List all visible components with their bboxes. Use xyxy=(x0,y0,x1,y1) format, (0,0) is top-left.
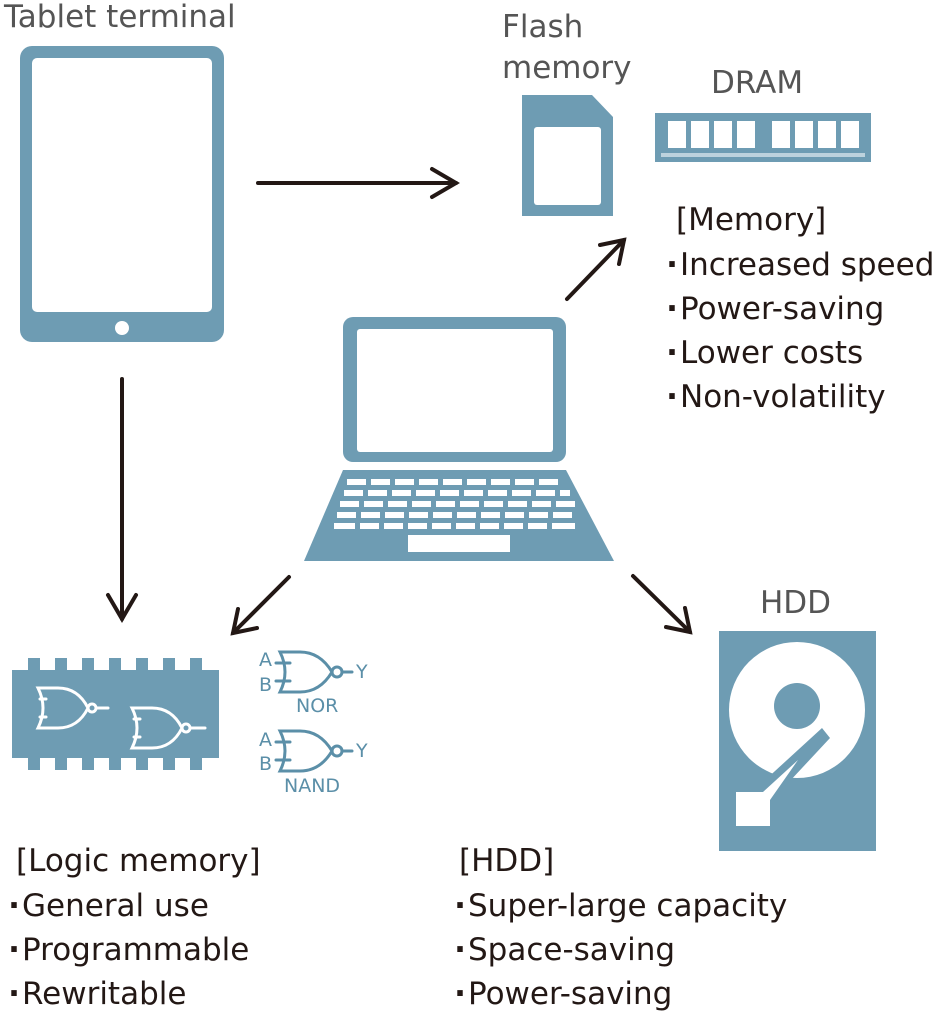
logic-memory-item: Rewritable xyxy=(6,972,249,1016)
logic-chip-icon xyxy=(12,658,219,770)
flash-label-line1: Flash xyxy=(502,9,584,45)
arrow-tablet-to-flash xyxy=(256,167,460,199)
memory-heading: [Memory] xyxy=(676,202,827,238)
nor-gate-icon xyxy=(274,650,354,694)
arrow-laptop-to-logic xyxy=(230,575,291,636)
arrow-laptop-to-memory xyxy=(565,237,627,301)
tablet-label: Tablet terminal xyxy=(4,0,236,35)
hard-disk-icon xyxy=(719,631,876,851)
hdd-item: Power-saving xyxy=(452,972,787,1016)
nand-input-b: B xyxy=(259,753,273,775)
hdd-item: Super-large capacity xyxy=(452,884,787,928)
nor-input-a: A xyxy=(259,649,272,671)
nand-label: NAND xyxy=(284,775,341,797)
hdd-heading: [HDD] xyxy=(459,843,555,879)
hdd-list: Super-large capacity Space-saving Power-… xyxy=(452,884,787,1016)
logic-memory-heading: [Logic memory] xyxy=(16,843,261,879)
arrow-tablet-to-logic xyxy=(106,377,138,623)
nor-label: NOR xyxy=(296,695,339,717)
sd-card-icon xyxy=(522,95,613,216)
memory-item: Increased speed xyxy=(664,243,934,287)
hdd-label: HDD xyxy=(760,585,832,621)
logic-memory-item: Programmable xyxy=(6,928,249,972)
nor-input-b: B xyxy=(259,674,273,696)
laptop-icon xyxy=(304,317,614,561)
hdd-item: Space-saving xyxy=(452,928,787,972)
flash-label-line2: memory xyxy=(502,50,632,86)
nand-output-y: Y xyxy=(356,740,368,762)
nor-output-y: Y xyxy=(356,661,368,683)
logic-memory-list: General use Programmable Rewritable xyxy=(6,884,249,1016)
memory-item: Non-volatility xyxy=(664,375,934,419)
nand-gate-icon xyxy=(274,729,354,773)
memory-list: Increased speed Power-saving Lower costs… xyxy=(664,243,934,419)
logic-memory-item: General use xyxy=(6,884,249,928)
memory-item: Power-saving xyxy=(664,287,934,331)
dram-module-icon xyxy=(655,113,871,162)
dram-label: DRAM xyxy=(711,65,804,101)
nand-input-a: A xyxy=(259,729,272,751)
arrows xyxy=(106,167,693,636)
tablet-icon xyxy=(20,46,224,342)
memory-item: Lower costs xyxy=(664,331,934,375)
arrow-laptop-to-hdd xyxy=(631,574,693,635)
